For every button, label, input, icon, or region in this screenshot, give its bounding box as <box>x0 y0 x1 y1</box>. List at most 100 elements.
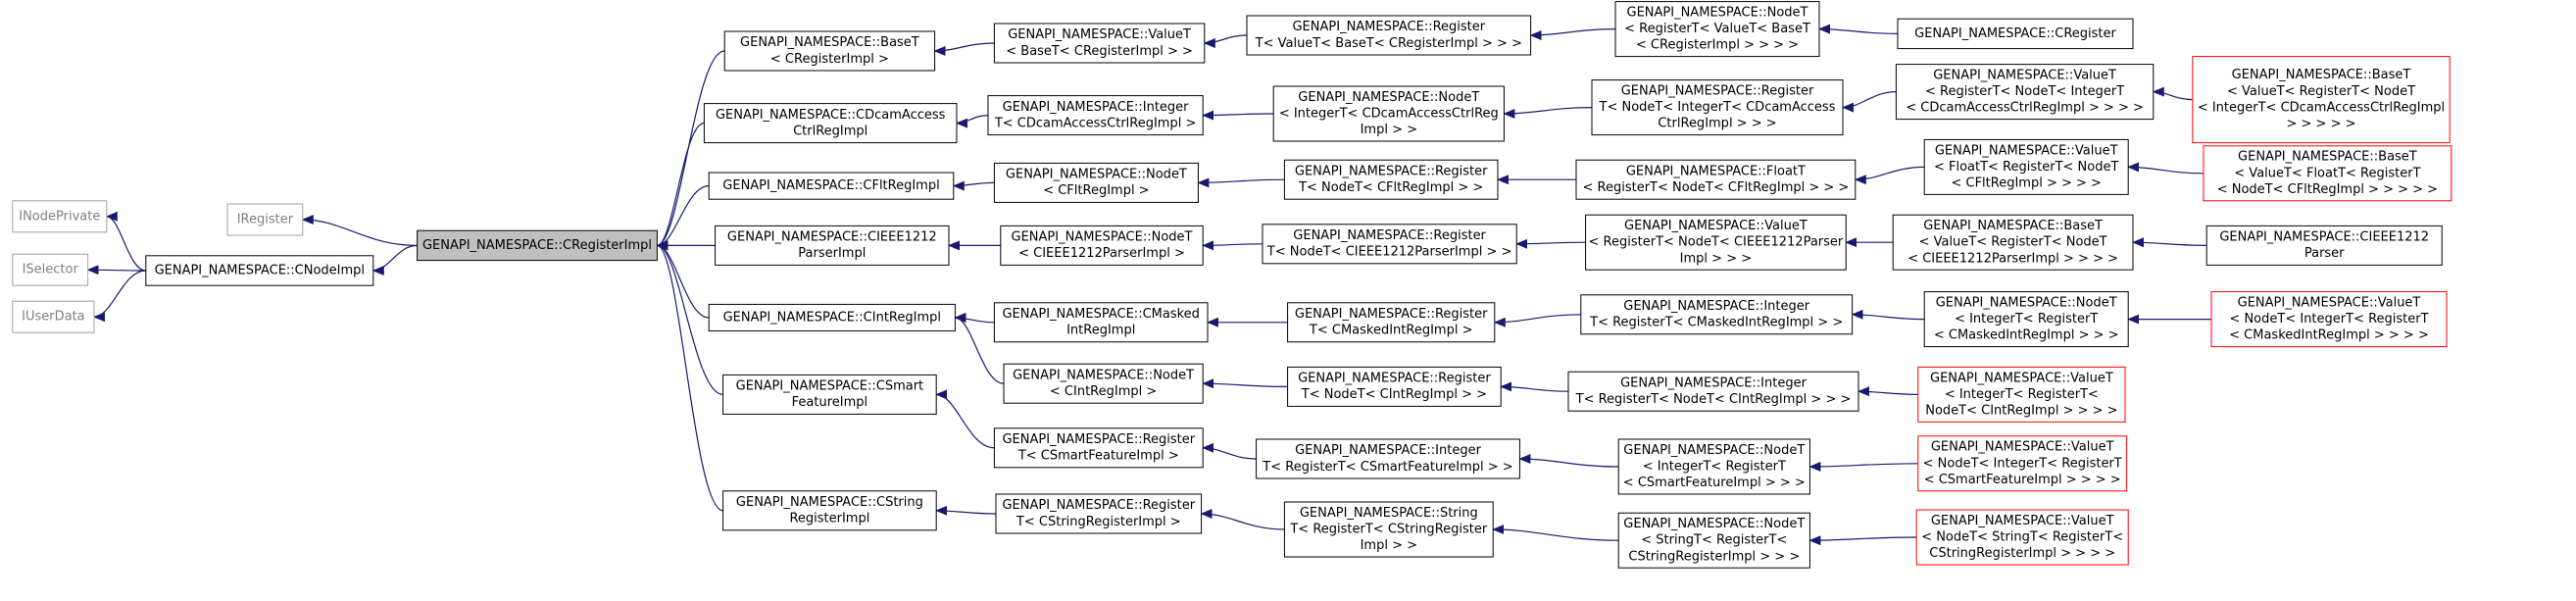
class-node-valuet-register-nodet-integer-cdcam[interactable]: GENAPI_NAMESPACE::ValueT< RegisterT< Nod… <box>1895 64 2155 121</box>
node-label-line: T< ValueT< BaseT< CRegisterImpl > > > <box>1255 36 1522 51</box>
node-box <box>993 302 1209 343</box>
class-node-nodet-integer-csmart[interactable]: GENAPI_NAMESPACE::NodeT< IntegerT< Regis… <box>1617 438 1810 495</box>
inheritance-edge-baset-valuet-cdcam-to-valuet-register-nodet-integer-cdcam <box>2152 86 2193 101</box>
class-node-register-nodet-cflt[interactable]: GENAPI_NAMESPACE::RegisterT< NodeT< CFlt… <box>1283 159 1499 200</box>
node-box <box>993 162 1199 203</box>
class-node-cdcam[interactable]: GENAPI_NAMESPACE::CDcamAccessCtrlRegImpl <box>703 103 958 144</box>
node-box <box>1246 15 1532 56</box>
class-node-iuserdata[interactable]: IUserData <box>12 300 95 333</box>
class-node-valuet-integer-nodet-cint[interactable]: GENAPI_NAMESPACE::ValueT< IntegerT< Regi… <box>1917 366 2126 423</box>
class-node-nodet-integer-cmasked[interactable]: GENAPI_NAMESPACE::NodeT< IntegerT< Regis… <box>1923 291 2129 348</box>
class-node-integer-cdcam[interactable]: GENAPI_NAMESPACE::IntegerT< CDcamAccessC… <box>987 95 1204 136</box>
class-node-iregister[interactable]: IRegister <box>226 203 304 236</box>
node-box <box>1575 159 1857 200</box>
node-label-line: GENAPI_NAMESPACE::NodeT <box>1936 296 2117 311</box>
node-label-line: Impl > > > <box>1680 251 1752 266</box>
class-node-register-nodet-cint[interactable]: GENAPI_NAMESPACE::RegisterT< NodeT< CInt… <box>1287 366 1502 407</box>
node-box <box>1917 435 2128 492</box>
node-box <box>723 30 936 72</box>
node-label-line: GENAPI_NAMESPACE::NodeT <box>1298 90 1479 105</box>
node-box <box>1617 512 1810 569</box>
node-box <box>1256 438 1520 479</box>
class-node-cnodeimpl[interactable]: GENAPI_NAMESPACE::CNodeImpl <box>145 255 374 286</box>
node-label-line: < IntegerT< CDcamAccessCtrlRegImpl <box>2198 100 2445 115</box>
node-label-line: GENAPI_NAMESPACE::CFltRegImpl <box>722 178 939 193</box>
class-node-iselector[interactable]: ISelector <box>12 253 89 286</box>
node-box <box>993 23 1206 64</box>
class-node-cstring[interactable]: GENAPI_NAMESPACE::CStringRegisterImpl <box>722 490 937 531</box>
class-node-integer-register-nodet-cint[interactable]: GENAPI_NAMESPACE::IntegerT< RegisterT< N… <box>1567 371 1859 412</box>
node-label-line: GENAPI_NAMESPACE::NodeT <box>1006 168 1187 182</box>
class-node-register-nodet-integer-cdcam[interactable]: GENAPI_NAMESPACE::RegisterT< NodeT< Inte… <box>1591 79 1844 136</box>
node-label-line: T< CMaskedIntRegImpl > <box>1309 324 1473 338</box>
node-label-line: GENAPI_NAMESPACE::CString <box>736 495 923 510</box>
node-label-line: GENAPI_NAMESPACE::BaseT <box>2232 68 2411 82</box>
class-node-valuet-baset[interactable]: GENAPI_NAMESPACE::ValueT< BaseT< CRegist… <box>993 23 1206 64</box>
class-node-cieee[interactable]: GENAPI_NAMESPACE::CIEEE1212ParserImpl <box>715 225 950 266</box>
node-box <box>708 172 955 200</box>
inheritance-edge-cregisterimpl-to-iregister <box>301 215 418 246</box>
node-label-line: GENAPI_NAMESPACE::Register <box>1292 20 1485 34</box>
node-box <box>1003 363 1204 404</box>
class-node-cieee1212parser[interactable]: GENAPI_NAMESPACE::CIEEE1212Parser <box>2205 225 2443 266</box>
class-node-baset-valuet-cflt[interactable]: GENAPI_NAMESPACE::BaseT< ValueT< FloatT<… <box>2203 145 2452 202</box>
class-node-valuet-register-cieee[interactable]: GENAPI_NAMESPACE::ValueT< RegisterT< Nod… <box>1585 214 1847 271</box>
class-node-register-csmart[interactable]: GENAPI_NAMESPACE::RegisterT< CSmartFeatu… <box>993 427 1204 469</box>
node-box <box>722 374 937 415</box>
class-node-valuet-floatt[interactable]: GENAPI_NAMESPACE::ValueT< FloatT< Regist… <box>1923 138 2129 195</box>
node-label-line: < CIEEE1212ParserImpl > <box>1018 246 1185 261</box>
node-box <box>1895 64 2155 121</box>
class-node-valuet-nodet-string-cstring[interactable]: GENAPI_NAMESPACE::ValueT< NodeT< StringT… <box>1915 509 2129 566</box>
class-node-baset-valuet-cdcam[interactable]: GENAPI_NAMESPACE::BaseT< ValueT< Registe… <box>2192 56 2451 144</box>
node-label-line: Impl > > <box>1361 123 1417 137</box>
node-label-line: < CMaskedIntRegImpl > > > > <box>2229 328 2429 343</box>
node-label-line: GENAPI_NAMESPACE::Register <box>1295 307 1488 322</box>
class-node-string-register-cstring[interactable]: GENAPI_NAMESPACE::StringT< RegisterT< CS… <box>1283 501 1494 558</box>
node-label-line: GENAPI_NAMESPACE::Register <box>1002 498 1195 513</box>
node-label-line: T< NodeT< CIntRegImpl > > <box>1301 387 1487 402</box>
class-node-register-cstring[interactable]: GENAPI_NAMESPACE::RegisterT< CStringRegi… <box>995 493 1203 534</box>
node-label-line: < NodeT< IntegerT< RegisterT <box>1923 456 2122 471</box>
node-label-line: < RegisterT< NodeT< IntegerT <box>1925 84 2124 99</box>
node-box <box>1614 1 1820 58</box>
class-node-cmasked[interactable]: GENAPI_NAMESPACE::CMaskedIntRegImpl <box>993 302 1209 343</box>
class-node-cregister[interactable]: GENAPI_NAMESPACE::CRegister <box>1897 18 2134 50</box>
class-node-nodet-integer-cdcam[interactable]: GENAPI_NAMESPACE::NodeT< IntegerT< CDcam… <box>1272 85 1505 142</box>
node-box <box>1567 371 1859 412</box>
class-node-register-nodet-cieee[interactable]: GENAPI_NAMESPACE::RegisterT< NodeT< CIEE… <box>1262 224 1517 265</box>
node-box <box>2203 145 2452 202</box>
node-label-line: RegisterImpl <box>789 512 869 526</box>
class-node-register-valuet[interactable]: GENAPI_NAMESPACE::RegisterT< ValueT< Bas… <box>1246 15 1532 56</box>
class-node-valuet-nodet-cmasked[interactable]: GENAPI_NAMESPACE::ValueT< NodeT< Integer… <box>2210 291 2448 348</box>
node-label-line: GENAPI_NAMESPACE::NodeT <box>1013 368 1194 382</box>
class-node-valuet-nodet-integer-csmart[interactable]: GENAPI_NAMESPACE::ValueT< NodeT< Integer… <box>1917 435 2128 492</box>
node-box <box>703 103 958 144</box>
class-node-cregisterimpl[interactable]: GENAPI_NAMESPACE::CRegisterImpl <box>417 229 658 262</box>
class-node-floatt-register[interactable]: GENAPI_NAMESPACE::FloatT< RegisterT< Nod… <box>1575 159 1857 200</box>
class-node-cint[interactable]: GENAPI_NAMESPACE::CIntRegImpl <box>708 303 956 332</box>
class-node-nodet-cint[interactable]: GENAPI_NAMESPACE::NodeT< CIntRegImpl > <box>1003 363 1204 404</box>
class-node-integer-register-csmart[interactable]: GENAPI_NAMESPACE::IntegerT< RegisterT< C… <box>1256 438 1520 479</box>
node-label-line: T< NodeT< CIEEE1212ParserImpl > > <box>1266 245 1512 260</box>
node-label-line: CStringRegisterImpl > > > <box>1628 549 1800 564</box>
node-label-line: GENAPI_NAMESPACE::ValueT <box>2238 296 2421 311</box>
class-node-csmart[interactable]: GENAPI_NAMESPACE::CSmartFeatureImpl <box>722 374 937 415</box>
class-node-cflt[interactable]: GENAPI_NAMESPACE::CFltRegImpl <box>708 172 955 200</box>
node-box <box>12 253 89 286</box>
node-box <box>1580 294 1854 335</box>
class-node-integer-register-cmasked[interactable]: GENAPI_NAMESPACE::IntegerT< RegisterT< C… <box>1580 294 1854 335</box>
class-node-nodet-cieee[interactable]: GENAPI_NAMESPACE::NodeT< CIEEE1212Parser… <box>1000 225 1204 266</box>
class-node-baset-creg[interactable]: GENAPI_NAMESPACE::BaseT< CRegisterImpl > <box>723 30 936 72</box>
class-node-nodet-string-cstring[interactable]: GENAPI_NAMESPACE::NodeT< StringT< Regist… <box>1617 512 1810 569</box>
inheritance-edge-valuet-register-cieee-to-register-nodet-cieee <box>1515 238 1586 249</box>
node-box <box>417 229 658 262</box>
node-box <box>1892 214 2134 271</box>
class-node-register-cmasked[interactable]: GENAPI_NAMESPACE::RegisterT< CMaskedIntR… <box>1287 302 1496 343</box>
node-label-line: < IntegerT< RegisterT <box>1643 460 1786 475</box>
class-node-nodet-register-valuet[interactable]: GENAPI_NAMESPACE::NodeT< RegisterT< Valu… <box>1614 1 1820 58</box>
class-node-inodeprivate[interactable]: INodePrivate <box>12 200 108 233</box>
inheritance-edge-register-nodet-integer-cdcam-to-nodet-integer-cdcam <box>1503 107 1593 119</box>
class-node-baset-valuet-cieee[interactable]: GENAPI_NAMESPACE::BaseT< ValueT< Registe… <box>1892 214 2134 271</box>
class-node-nodet-cflt[interactable]: GENAPI_NAMESPACE::NodeT< CFltRegImpl > <box>993 162 1199 203</box>
